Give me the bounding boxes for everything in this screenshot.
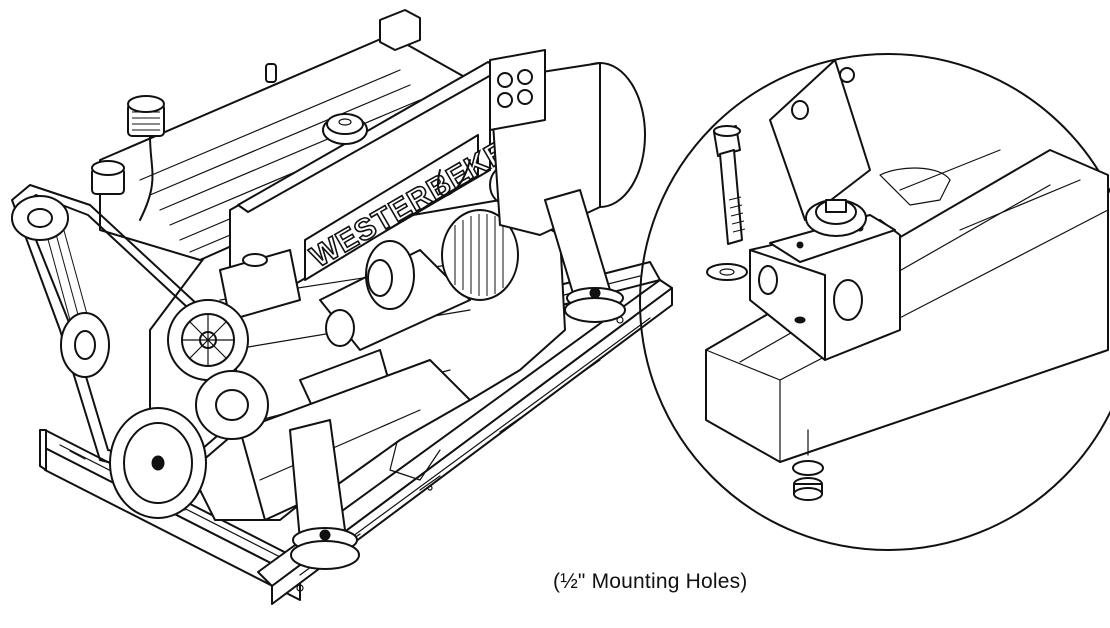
belt-drive <box>11 184 269 519</box>
breather-cap <box>127 95 165 221</box>
engine-mount-left <box>289 419 360 570</box>
starter-motor <box>319 240 471 351</box>
oil-filler <box>91 160 125 195</box>
mounting-bolt <box>706 125 748 281</box>
engine-drawing: WESTERBEKE <box>11 9 673 605</box>
mounting-hole-detail-inset <box>639 53 1110 551</box>
engine-mount-right <box>544 189 626 323</box>
rail-mount-block <box>749 214 901 361</box>
filler-cap <box>322 113 368 145</box>
detail-circle <box>639 53 1110 551</box>
flex-mount-bracket <box>769 59 871 237</box>
washer-and-nut <box>792 429 824 501</box>
mounting-holes-caption: (½" Mounting Holes) <box>553 570 748 593</box>
